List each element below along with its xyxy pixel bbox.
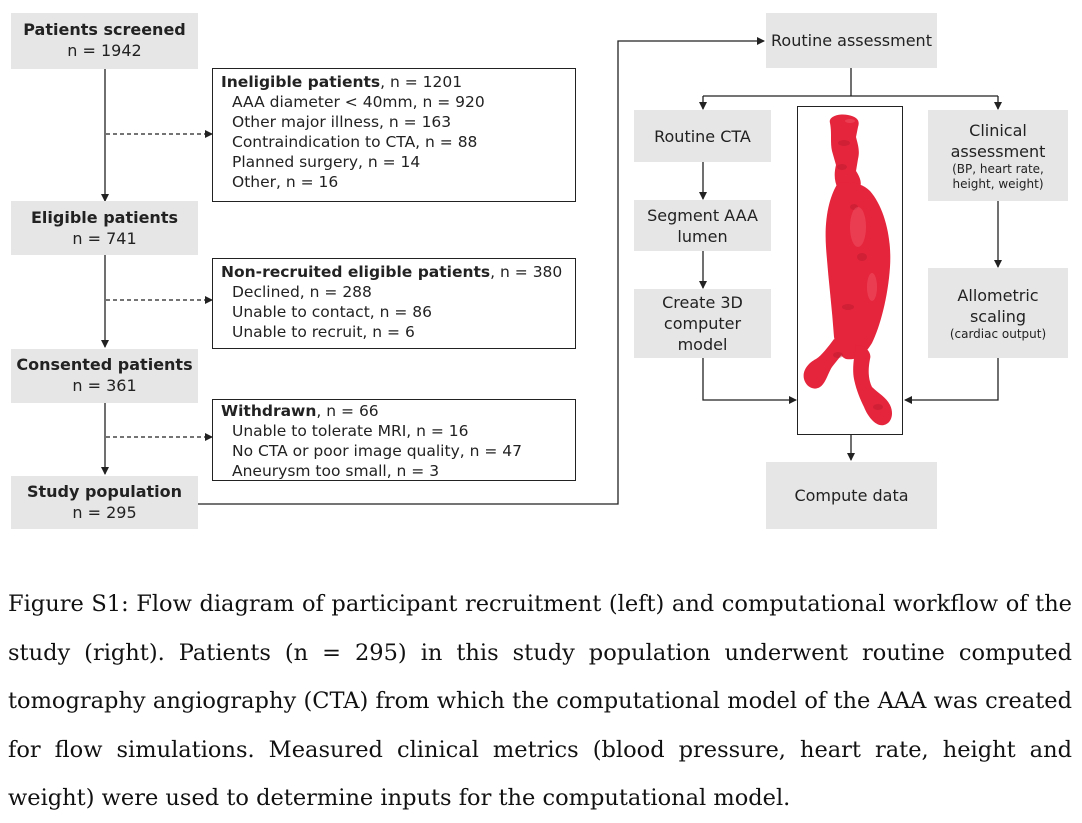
study-title: Study population [26, 482, 183, 501]
list-item: Other, n = 16 [232, 173, 339, 191]
allometric-sub: (cardiac output) [949, 326, 1047, 341]
nonrecruited-heading: Non-recruited eligible patients [221, 263, 491, 281]
compute-data-box: Compute data [766, 462, 937, 529]
allometric-label-line: scaling [969, 306, 1027, 326]
eligible-box: Eligible patients n = 741 [11, 201, 198, 255]
screened-box: Patients screened n = 1942 [11, 13, 198, 69]
list-item: No CTA or poor image quality, n = 47 [232, 442, 522, 460]
create3d-label-line: computer [663, 314, 742, 333]
study-population-box: Study population n = 295 [11, 476, 198, 529]
list-item: Unable to tolerate MRI, n = 16 [232, 422, 469, 440]
withdrawn-box: Withdrawn, n = 66 Unable to tolerate MRI… [212, 399, 576, 481]
clinical-label-line: assessment [950, 141, 1046, 161]
figure-caption: Figure S1: Flow diagram of participant r… [8, 591, 1072, 811]
nonrecruited-box: Non-recruited eligible patients, n = 380… [212, 258, 576, 349]
consented-title: Consented patients [16, 355, 193, 374]
list-item: Aneurysm too small, n = 3 [232, 462, 440, 480]
screened-count: n = 1942 [67, 41, 142, 60]
segment-label-line: Segment AAA [647, 205, 758, 225]
eligible-title: Eligible patients [31, 208, 178, 227]
clinical-assessment-box: Clinical assessment (BP, heart rate, hei… [928, 110, 1068, 201]
segment-label-line: lumen [677, 226, 728, 246]
create-3d-box: Create 3D computer model [634, 289, 771, 358]
list-item: Other major illness, n = 163 [232, 113, 452, 131]
aaa-model-frame [797, 106, 903, 435]
list-item: Planned surgery, n = 14 [232, 153, 421, 171]
withdrawn-heading: Withdrawn [221, 402, 317, 420]
clinical-sub-line: height, weight) [952, 176, 1044, 191]
ineligible-heading: Ineligible patients [221, 73, 381, 91]
segment-box: Segment AAA lumen [634, 200, 771, 251]
list-item: Declined, n = 288 [232, 283, 372, 301]
compute-label: Compute data [794, 486, 909, 505]
routine-assessment-label: Routine assessment [771, 31, 932, 50]
ineligible-count: , n = 1201 [380, 73, 463, 91]
study-count: n = 295 [72, 503, 137, 522]
screened-title: Patients screened [23, 20, 186, 39]
clinical-sub-line: (BP, heart rate, [952, 161, 1044, 176]
withdrawn-count: , n = 66 [316, 402, 379, 420]
consented-box: Consented patients n = 361 [11, 349, 198, 403]
routine-cta-label: Routine CTA [654, 126, 751, 146]
create3d-label-line: Create 3D [662, 293, 743, 312]
list-item: Contraindication to CTA, n = 88 [232, 133, 478, 151]
allometric-label-line: Allometric [957, 285, 1039, 305]
list-item: Unable to contact, n = 86 [232, 303, 433, 321]
consented-count: n = 361 [72, 376, 137, 395]
eligible-count: n = 741 [72, 229, 137, 248]
create3d-label-line: model [677, 335, 728, 354]
clinical-label-line: Clinical [969, 120, 1027, 140]
list-item: AAA diameter < 40mm, n = 920 [232, 93, 485, 111]
allometric-scaling-box: Allometric scaling (cardiac output) [928, 268, 1068, 358]
routine-assessment-box: Routine assessment [766, 13, 937, 68]
ineligible-box: Ineligible patients, n = 1201 AAA diamet… [212, 68, 576, 202]
list-item: Unable to recruit, n = 6 [232, 323, 415, 341]
nonrecruited-count: , n = 380 [490, 263, 563, 281]
aaa-model-image [803, 114, 892, 426]
routine-cta-box: Routine CTA [634, 110, 771, 162]
connector-lines [101, 37, 1002, 505]
